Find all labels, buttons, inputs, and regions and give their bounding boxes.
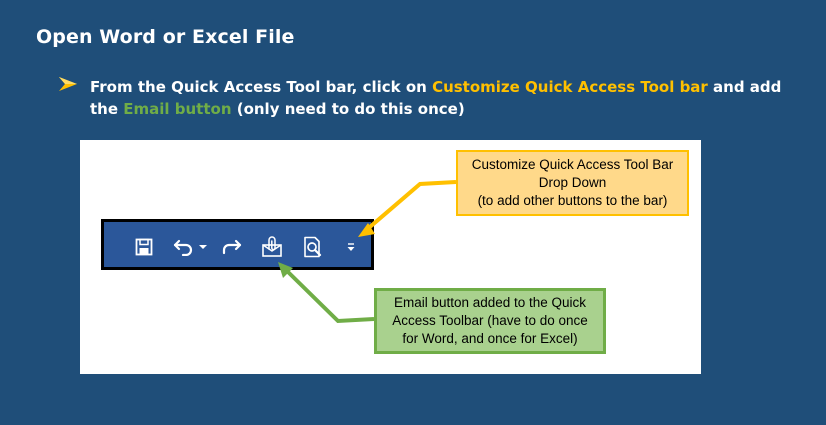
screenshot-figure: Customize Quick Access Tool Bar Drop Dow…: [80, 140, 701, 374]
customize-callout: Customize Quick Access Tool Bar Drop Dow…: [456, 150, 689, 216]
instruction-part-3: (only need to do this once): [231, 100, 465, 118]
email-callout-line-2: Access Toolbar (have to do once: [392, 313, 588, 328]
customize-dropdown-icon[interactable]: [345, 236, 357, 258]
redo-icon[interactable]: [219, 236, 243, 258]
customize-callout-line-2: Drop Down: [538, 175, 607, 190]
bullet-arrow-icon: [59, 77, 77, 91]
slide-title: Open Word or Excel File: [36, 26, 295, 48]
email-button-highlight: Email button: [123, 100, 232, 118]
undo-icon[interactable]: [172, 236, 196, 258]
instruction-text: From the Quick Access Tool bar, click on…: [90, 76, 790, 120]
email-callout: Email button added to the Quick Access T…: [374, 288, 606, 354]
email-callout-line-3: for Word, and once for Excel): [402, 331, 578, 346]
email-icon[interactable]: [260, 236, 284, 258]
email-callout-line-1: Email button added to the Quick: [393, 295, 587, 310]
instruction-part-1: From the Quick Access Tool bar, click on: [90, 78, 433, 96]
quick-access-toolbar: [101, 219, 374, 270]
customize-arrow: [362, 180, 457, 234]
customize-highlight: Customize Quick Access Tool bar: [432, 78, 708, 96]
email-arrow: [283, 267, 375, 324]
undo-dropdown-icon[interactable]: [197, 236, 209, 258]
print-preview-icon[interactable]: [301, 236, 325, 258]
customize-callout-line-3: (to add other buttons to the bar): [477, 193, 668, 208]
save-icon[interactable]: [133, 236, 155, 258]
instruction-part-2: and add the: [90, 78, 782, 118]
customize-callout-line-1: Customize Quick Access Tool Bar: [471, 157, 674, 172]
